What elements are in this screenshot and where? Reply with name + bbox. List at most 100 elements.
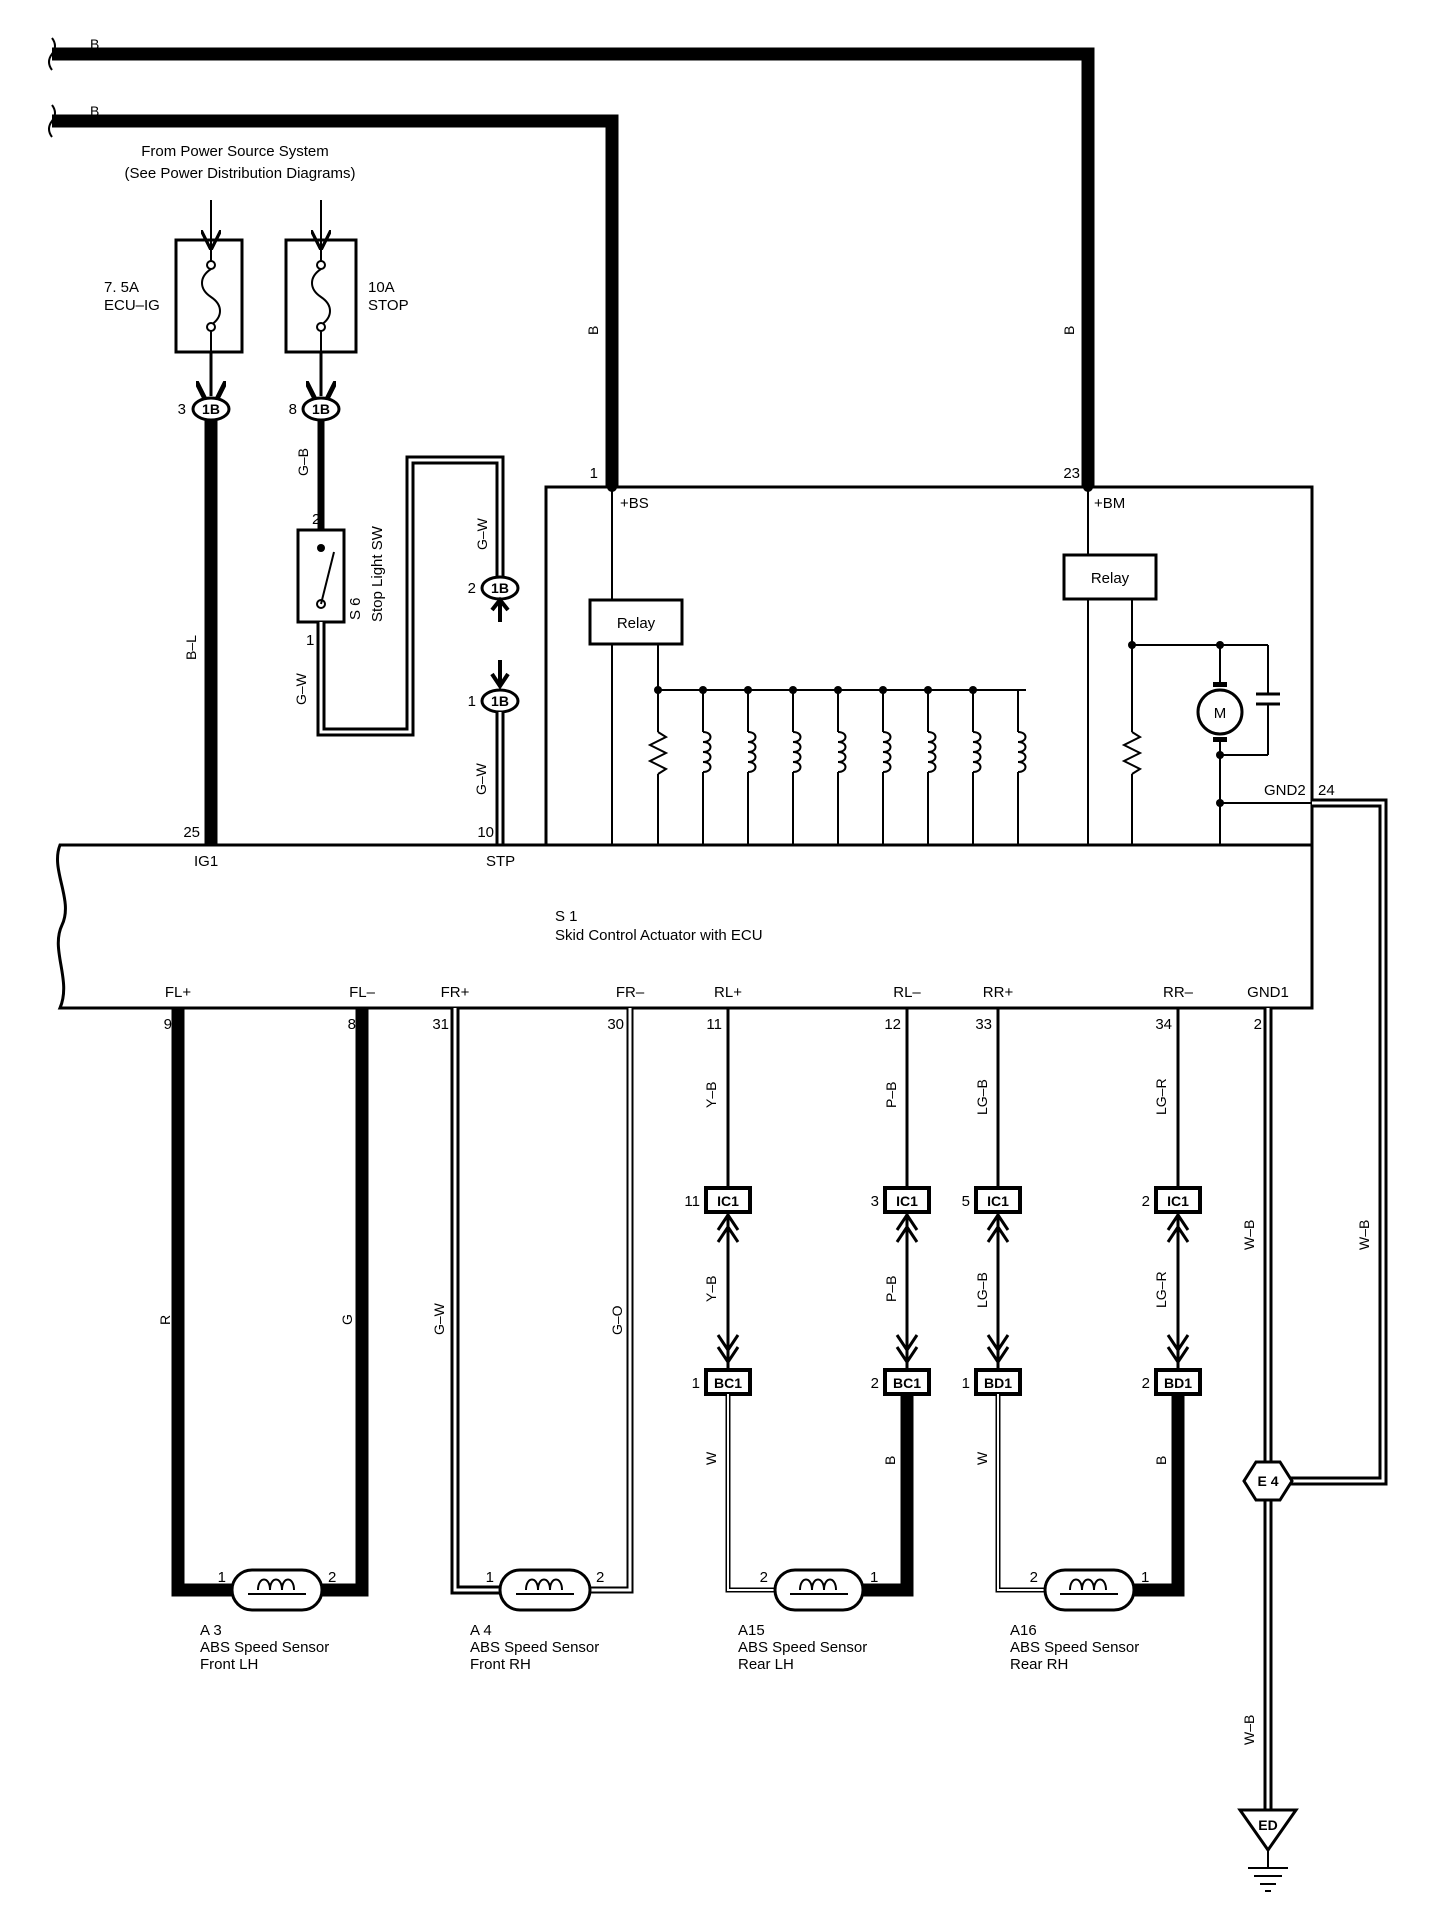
svg-text:A15: A15 — [738, 1622, 765, 1639]
junction-pin-3: 3 — [178, 401, 186, 418]
svg-text:ABS Speed Sensor: ABS Speed Sensor — [1010, 1639, 1139, 1656]
ecu-pin-name: RL+ — [714, 984, 742, 1001]
abs-speed-sensor-front-rh: 1 2 A 4 ABS Speed Sensor Front RH — [470, 1568, 604, 1673]
ecu-pin-name: FR– — [616, 984, 645, 1001]
svg-text:3: 3 — [871, 1193, 879, 1210]
splice-e4: E 4 — [1242, 1460, 1294, 1502]
wire-label-w-b-ground: W–B — [1241, 1715, 1257, 1745]
junction-pin-1: 1 — [468, 693, 476, 710]
svg-text:BC1: BC1 — [893, 1375, 921, 1391]
svg-text:1: 1 — [1141, 1569, 1149, 1586]
ecu-pin-number: 12 — [884, 1016, 901, 1033]
svg-text:BC1: BC1 — [714, 1375, 742, 1391]
pin-bs-num: 1 — [590, 465, 598, 482]
wire-label-b-second: B — [90, 103, 99, 119]
svg-text:ABS Speed Sensor: ABS Speed Sensor — [470, 1639, 599, 1656]
svg-text:IC1: IC1 — [1167, 1193, 1189, 1209]
wire-r — [171, 1008, 232, 1597]
junction-1b-label: 1B — [312, 401, 330, 417]
wire-label-b-rl: B — [882, 1456, 898, 1465]
gnd2-label: GND2 — [1264, 782, 1306, 799]
junction-pin-2: 2 — [468, 580, 476, 597]
wire-label-y-b-1: Y–B — [703, 1082, 719, 1108]
svg-text:IC1: IC1 — [717, 1193, 739, 1209]
ecu-pin-name: RR– — [1163, 984, 1194, 1001]
svg-text:ABS Speed Sensor: ABS Speed Sensor — [200, 1639, 329, 1656]
switch-pin-2: 2 — [312, 511, 320, 528]
ecu-pin-name: RL– — [893, 984, 921, 1001]
svg-text:A16: A16 — [1010, 1622, 1037, 1639]
fuse2-name: STOP — [368, 297, 409, 314]
connector-ic1-rl-minus: IC1 3 — [871, 1186, 931, 1214]
svg-text:1: 1 — [218, 1569, 226, 1586]
power-source-note: (See Power Distribution Diagrams) — [125, 165, 356, 182]
wire-label-w-rr: W — [974, 1451, 990, 1465]
rear-lh-positive-wire — [716, 1008, 740, 1370]
ecu-bottom-pins: FL+9FL–8FR+31FR–30RL+11RL–12RR+33RR–34GN… — [164, 984, 1289, 1033]
ground-ed-label: ED — [1258, 1817, 1277, 1833]
wire-label-g-b: G–B — [295, 448, 311, 476]
wire-b-rl — [862, 1394, 914, 1597]
rear-lh-negative-wire — [895, 1008, 919, 1370]
switch-code: S 6 — [347, 597, 364, 620]
svg-text:1: 1 — [962, 1375, 970, 1392]
ecu-internal-box: 1 +BS 23 +BM Relay Relay — [544, 465, 1335, 847]
connector-ic1-rr-minus: IC1 2 — [1142, 1186, 1202, 1214]
ecu-pin-number: 30 — [607, 1016, 624, 1033]
junction-1b-label: 1B — [491, 580, 509, 596]
svg-text:Rear RH: Rear RH — [1010, 1656, 1068, 1673]
svg-text:ABS Speed Sensor: ABS Speed Sensor — [738, 1639, 867, 1656]
wire-label-lg-b-2: LG–B — [974, 1272, 990, 1308]
connector-ic1-rl-plus: IC1 11 — [684, 1186, 752, 1214]
pin-bm-num: 23 — [1063, 465, 1080, 482]
connector-bd1-rr-minus: BD1 2 — [1142, 1368, 1202, 1396]
ecu-pin-number: 31 — [432, 1016, 449, 1033]
junction-1b-pin1: 1B 1 — [468, 660, 520, 714]
wire-g-w-fr — [450, 1008, 500, 1595]
ecu-pin-number: 9 — [164, 1016, 172, 1033]
pin-stp-num: 10 — [477, 824, 494, 841]
relay-1 — [588, 598, 684, 646]
wire-label-w-rl: W — [703, 1451, 719, 1465]
rear-rh-positive-wire — [986, 1008, 1010, 1370]
wire-label-b-right: B — [1061, 326, 1077, 335]
svg-text:A 3: A 3 — [200, 1622, 222, 1639]
ecu-main-unit: 25 IG1 10 STP S 1 Skid Control Actuator … — [56, 824, 1314, 1010]
wire-label-lg-b-1: LG–B — [974, 1079, 990, 1115]
ecu-pin-name: FL– — [349, 984, 376, 1001]
wire-label-lg-r-1: LG–R — [1153, 1078, 1169, 1115]
svg-text:2: 2 — [1142, 1193, 1150, 1210]
svg-text:1: 1 — [486, 1569, 494, 1586]
fuse1-name: ECU–IG — [104, 297, 160, 314]
wire-label-g-w-switch: G–W — [293, 672, 309, 705]
svg-text:Front RH: Front RH — [470, 1656, 531, 1673]
wire-label-g-w-lower: G–W — [473, 762, 489, 795]
connector-ic1-rr-plus: IC1 5 — [962, 1186, 1022, 1214]
junction-1b-pin2: 1B 2 — [468, 575, 520, 622]
rear-rh-negative-wire — [1166, 1008, 1190, 1370]
svg-text:2: 2 — [596, 1569, 604, 1586]
junction-pin-8: 8 — [289, 401, 297, 418]
wire-label-lg-r-2: LG–R — [1153, 1271, 1169, 1308]
ecu-pin-number: 33 — [975, 1016, 992, 1033]
wire-label-g: G — [339, 1314, 355, 1325]
wire-g — [322, 1008, 369, 1597]
ecu-pin-number: 34 — [1155, 1016, 1172, 1033]
connector-bd1-rr-plus: BD1 1 — [962, 1368, 1022, 1396]
fuse-stop: 10A STOP — [284, 200, 409, 354]
junction-1b-pin3: 1B 3 — [178, 352, 231, 422]
power-source-label: From Power Source System — [141, 143, 329, 160]
svg-text:5: 5 — [962, 1193, 970, 1210]
switch-pin-1: 1 — [306, 632, 314, 649]
ecu-code: S 1 — [555, 908, 578, 925]
wire-label-b-l: B–L — [183, 635, 199, 660]
b-power-line-top: B — [48, 36, 1095, 487]
motor-label: M — [1214, 705, 1227, 722]
ground-ed: ED — [1237, 1808, 1299, 1892]
wire-w-rl — [725, 1394, 775, 1593]
abs-speed-sensor-rear-rh: 2 1 A16 ABS Speed Sensor Rear RH — [1010, 1568, 1149, 1673]
svg-text:2: 2 — [1142, 1375, 1150, 1392]
svg-text:IC1: IC1 — [987, 1193, 1009, 1209]
abs-speed-sensor-front-lh: 1 2 A 3 ABS Speed Sensor Front LH — [200, 1568, 336, 1673]
